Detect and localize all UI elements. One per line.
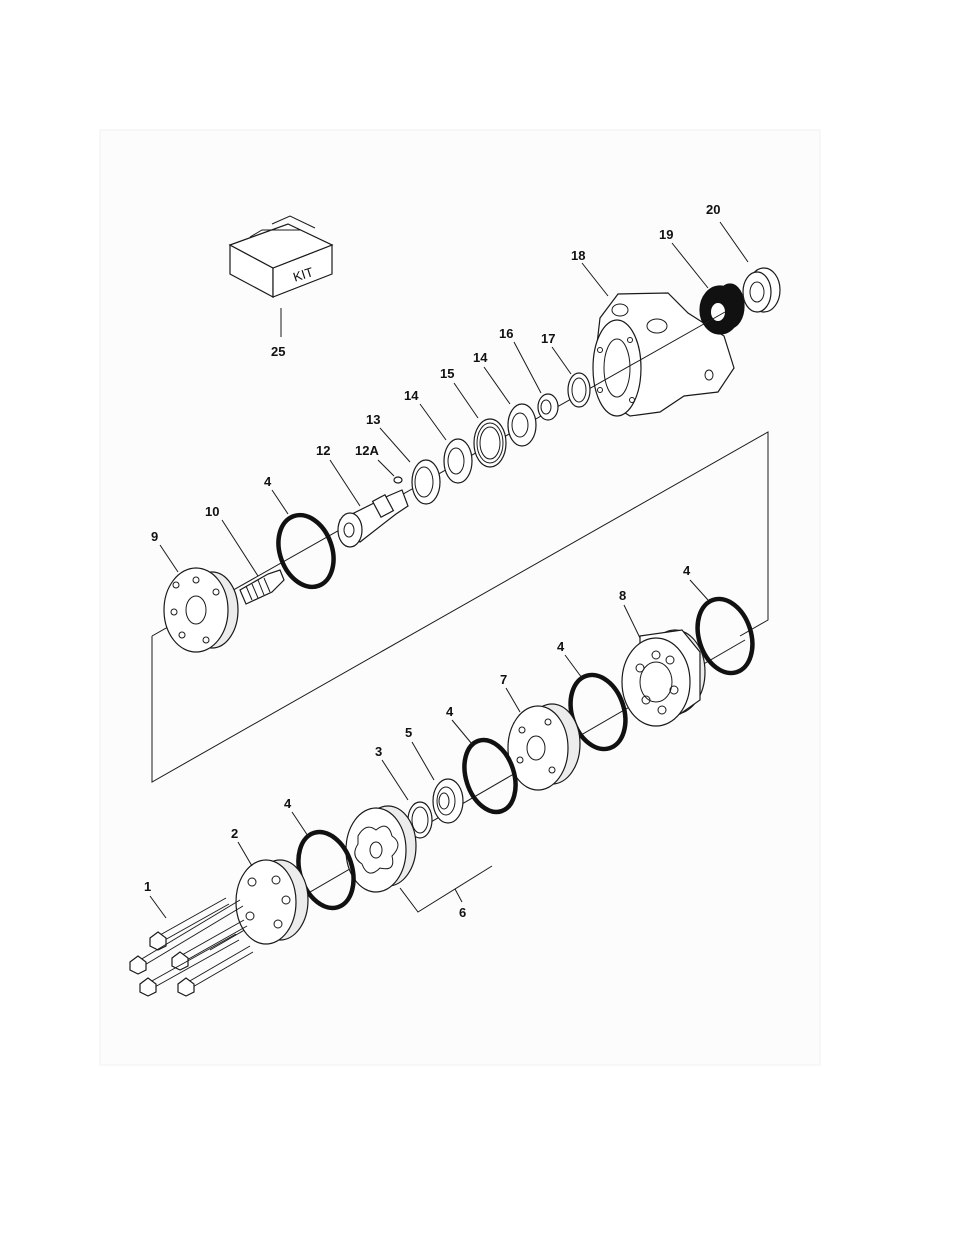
callout-13: 13 [366, 412, 380, 427]
housing [581, 262, 735, 417]
callout-4-lower-left: 4 [284, 796, 292, 811]
cap-screw [177, 945, 254, 997]
connector-line [151, 431, 769, 783]
callout-labels: 25 20 19 18 17 16 14 15 14 13 12 12A 4 1… [144, 202, 720, 920]
cap-screw [129, 899, 244, 975]
end-cap [235, 841, 309, 945]
o-ring-upper [271, 489, 336, 590]
callout-2: 2 [231, 826, 238, 841]
ring-13 [379, 427, 441, 505]
callout-1: 1 [144, 879, 151, 894]
gerotor-set [345, 805, 493, 913]
callout-17: 17 [541, 331, 555, 346]
callout-8: 8 [619, 588, 626, 603]
cap-screw [149, 897, 230, 951]
callout-15: 15 [440, 366, 454, 381]
bushing-16 [513, 341, 559, 421]
callout-4-center: 4 [446, 704, 454, 719]
callout-16: 16 [499, 326, 513, 341]
callout-14-lower: 14 [404, 388, 419, 403]
callout-4-right: 4 [683, 563, 691, 578]
callout-5: 5 [405, 725, 412, 740]
washer-20 [719, 221, 781, 313]
spacer-plate [505, 687, 581, 791]
callout-18: 18 [571, 248, 585, 263]
kit-box-label: KIT [291, 264, 315, 285]
callout-12a: 12A [355, 443, 379, 458]
callout-7: 7 [500, 672, 507, 687]
cap-screw [139, 933, 240, 997]
washer-14-lower [419, 403, 473, 484]
callout-6: 6 [459, 905, 466, 920]
callout-3: 3 [375, 744, 382, 759]
callout-4-mid-right: 4 [557, 639, 565, 654]
callout-25: 25 [271, 344, 285, 359]
callout-12: 12 [316, 443, 330, 458]
callout-9: 9 [151, 529, 158, 544]
thrust-bearing-15 [453, 382, 507, 468]
output-shaft [329, 459, 409, 548]
mounting-flange [159, 544, 239, 653]
cap-screw [171, 919, 248, 971]
drive-link [221, 519, 285, 605]
key-12a [377, 459, 403, 484]
seal-19 [671, 242, 745, 335]
callout-14-upper: 14 [473, 350, 488, 365]
ring-17 [551, 346, 591, 408]
callout-19: 19 [659, 227, 673, 242]
callout-4-upper: 4 [264, 474, 272, 489]
o-ring-center [451, 719, 518, 815]
o-ring-right [689, 579, 755, 676]
kit-box: KIT [228, 215, 334, 337]
seal-5 [411, 741, 464, 824]
callout-10: 10 [205, 504, 219, 519]
cap-screws [129, 895, 254, 997]
callout-20: 20 [706, 202, 720, 217]
washer-14-upper [483, 366, 537, 447]
valve-plate [621, 604, 706, 727]
